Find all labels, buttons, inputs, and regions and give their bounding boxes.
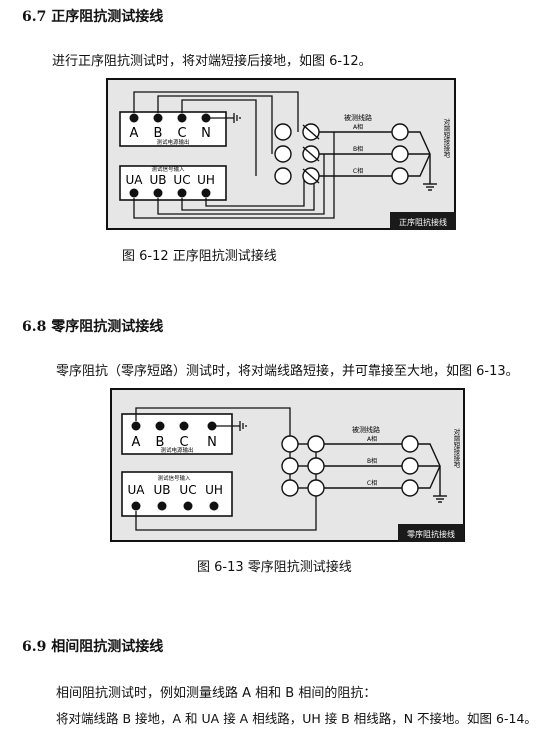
phase-c-label: C相	[353, 167, 363, 175]
terminal-label: N	[201, 126, 211, 141]
power-output-label: 测试电源输出	[156, 138, 189, 146]
phase-b-label: B相	[367, 457, 377, 465]
far-end-label: 对端短接接地	[442, 117, 450, 158]
terminal-label: UA	[126, 173, 144, 187]
terminal-label: C	[179, 435, 188, 450]
figure-caption-6-12: 图 6-12 正序阻抗测试接线	[122, 249, 277, 264]
section-heading-6-9: 6.9 相间阻抗测试接线	[22, 639, 164, 655]
figure-6-12: A B C N 测试电源输出 测试信号输入 UA UB UC UH	[106, 78, 456, 230]
terminal-label: UB	[153, 483, 170, 497]
terminal-label: UC	[179, 483, 196, 497]
diagram-badge: 零序阻抗接线	[407, 529, 455, 539]
line-under-test-label: 被测线路	[344, 113, 372, 122]
terminal-label: UB	[149, 173, 166, 187]
phase-c-label: C相	[367, 479, 377, 487]
terminal-label: C	[177, 126, 186, 141]
line-under-test-label: 被测线路	[352, 425, 380, 434]
terminal-label: UH	[197, 173, 215, 187]
signal-input-label: 测试信号输入	[157, 474, 191, 482]
section-paragraph-6-9-line1: 相间阻抗测试时，例如测量线路 A 相和 B 相间的阻抗：	[56, 686, 377, 701]
figure-6-13: A B C N 测试电源输出 测试信号输入 UA UB UC UH	[110, 388, 465, 542]
terminal-label: UH	[205, 483, 223, 497]
power-output-label: 测试电源输出	[160, 446, 193, 454]
phase-a-label: A相	[367, 435, 377, 443]
terminal-label: B	[154, 126, 163, 141]
phase-b-label: B相	[353, 145, 363, 153]
terminal-label: A	[132, 435, 141, 450]
section-heading-6-7: 6.7 正序阻抗测试接线	[22, 9, 164, 25]
terminal-label: B	[156, 435, 165, 450]
diagram-badge: 正序阻抗接线	[399, 217, 447, 227]
terminal-label: UC	[173, 173, 190, 187]
figure-caption-6-13: 图 6-13 零序阻抗测试接线	[197, 560, 352, 575]
signal-input-label: 测试信号输入	[151, 165, 185, 173]
section-paragraph-6-7: 进行正序阻抗测试时，将对端短接后接地，如图 6-12。	[52, 54, 372, 69]
wiring-diagram-6-13: A B C N 测试电源输出 测试信号输入 UA UB UC UH	[121, 407, 464, 542]
wiring-diagram-6-12: A B C N 测试电源输出 测试信号输入 UA UB UC UH	[119, 91, 456, 230]
section-paragraph-6-8: 零序阻抗（零序短路）测试时，将对端线路短接，并可靠接至大地，如图 6-13。	[56, 364, 519, 379]
section-heading-6-8: 6.8 零序阻抗测试接线	[22, 319, 164, 335]
terminal-label: UA	[128, 483, 146, 497]
section-paragraph-6-9-line2: 将对端线路 B 接地，A 和 UA 接 A 相线路，UH 接 B 相线路，N 不…	[56, 711, 537, 726]
terminal-label: A	[130, 126, 139, 141]
terminal-label: N	[207, 435, 217, 450]
far-end-label: 对端短接接地	[452, 427, 460, 468]
phase-a-label: A相	[353, 123, 363, 131]
